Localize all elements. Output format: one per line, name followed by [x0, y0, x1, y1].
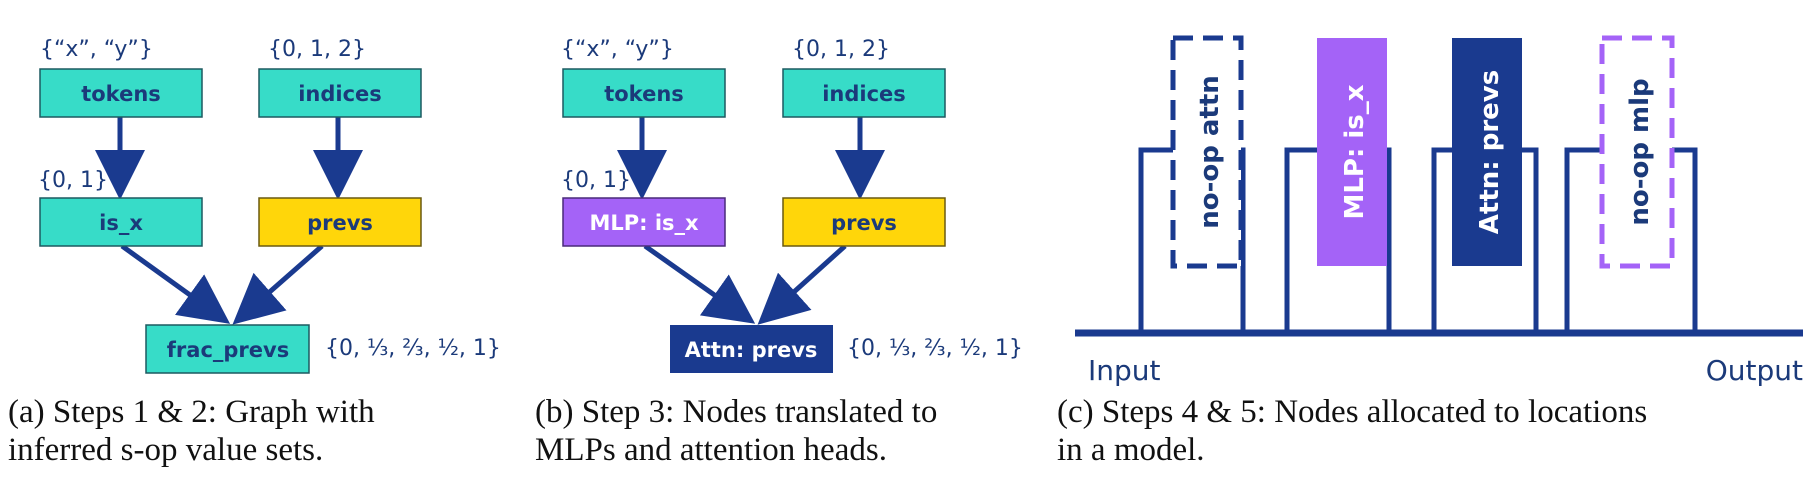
caption-b-line1: (b) Step 3: Nodes translated to	[535, 394, 938, 430]
block-mlp-isx: MLP: is_x	[1317, 38, 1387, 266]
node-mlp-isx-label: MLP: is_x	[589, 211, 699, 235]
caption-c: (c) Steps 4 & 5: Nodes allocated to loca…	[1057, 393, 1799, 469]
caption-a: (a) Steps 1 & 2: Graph with inferred s-o…	[8, 393, 500, 469]
node-attn-prevs-label: Attn: prevs	[685, 338, 818, 362]
block-noop-mlp-label: no-op mlp	[1625, 78, 1655, 225]
node-frac-prevs: frac_prevs	[145, 324, 310, 374]
panel-a: {“x”, “y”} {0, 1, 2} {0, 1} {0, ⅓, ⅔, ½,…	[0, 0, 520, 504]
block-attn-prevs: Attn: prevs	[1452, 38, 1522, 266]
value-set-tokens: {“x”, “y”}	[40, 37, 153, 62]
edge-isx-frac	[120, 243, 231, 324]
block-noop-mlp: no-op mlp	[1599, 35, 1675, 269]
value-set-frac: {0, ⅓, ⅔, ½, 1}	[847, 336, 1023, 361]
node-indices: indices	[782, 68, 946, 118]
caption-b: (b) Step 3: Nodes translated to MLPs and…	[535, 393, 1023, 469]
panel-c: no-op attn MLP: is_x Attn: prevs no-op m…	[1055, 0, 1809, 504]
caption-b-line2: MLPs and attention heads.	[535, 432, 887, 468]
node-attn-prevs: Attn: prevs	[670, 325, 833, 373]
node-frac-prevs-label: frac_prevs	[167, 338, 289, 362]
caption-c-line2: in a model.	[1057, 432, 1205, 468]
value-set-indices: {0, 1, 2}	[268, 37, 366, 62]
value-set-isx: {0, 1}	[561, 168, 631, 193]
label-output: Output	[1706, 354, 1803, 387]
value-set-isx: {0, 1}	[38, 168, 108, 193]
panel-c-model-diagram: no-op attn MLP: is_x Attn: prevs no-op m…	[1075, 35, 1803, 387]
node-tokens-label: tokens	[81, 82, 161, 106]
block-noop-attn: no-op attn	[1170, 35, 1244, 269]
panel-b: {“x”, “y”} {0, 1, 2} {0, 1} {0, ⅓, ⅔, ½,…	[525, 0, 1050, 504]
node-isx-label: is_x	[99, 211, 143, 235]
caption-a-line1: (a) Steps 1 & 2: Graph with	[8, 394, 375, 430]
node-prevs-label: prevs	[307, 211, 373, 235]
value-set-indices: {0, 1, 2}	[792, 37, 890, 62]
node-indices-label: indices	[822, 82, 906, 106]
edge-mlp-attn	[643, 243, 756, 324]
node-tokens: tokens	[39, 68, 203, 118]
node-tokens: tokens	[562, 68, 726, 118]
caption-a-line2: inferred s-op value sets.	[8, 432, 324, 468]
value-set-frac: {0, ⅓, ⅔, ½, 1}	[325, 336, 501, 361]
node-indices: indices	[258, 68, 422, 118]
node-indices-label: indices	[298, 82, 382, 106]
block-mlp-isx-label: MLP: is_x	[1340, 84, 1370, 219]
edge-prevs-frac	[232, 244, 324, 325]
edge-prevs-attn	[757, 244, 847, 325]
node-prevs: prevs	[782, 197, 946, 247]
block-noop-attn-label: no-op attn	[1195, 75, 1225, 229]
value-set-tokens: {“x”, “y”}	[561, 37, 674, 62]
label-input: Input	[1088, 354, 1161, 387]
node-tokens-label: tokens	[604, 82, 684, 106]
block-attn-prevs-label: Attn: prevs	[1475, 70, 1505, 234]
node-mlp-isx: MLP: is_x	[562, 197, 726, 247]
caption-c-line1: (c) Steps 4 & 5: Nodes allocated to loca…	[1057, 394, 1648, 430]
node-prevs: prevs	[258, 197, 422, 247]
node-isx: is_x	[39, 197, 203, 247]
node-prevs-label: prevs	[831, 211, 897, 235]
panel-b-graph: {“x”, “y”} {0, 1, 2} {0, 1} {0, ⅓, ⅔, ½,…	[561, 37, 1023, 373]
panel-a-graph: {“x”, “y”} {0, 1, 2} {0, 1} {0, ⅓, ⅔, ½,…	[38, 37, 501, 374]
